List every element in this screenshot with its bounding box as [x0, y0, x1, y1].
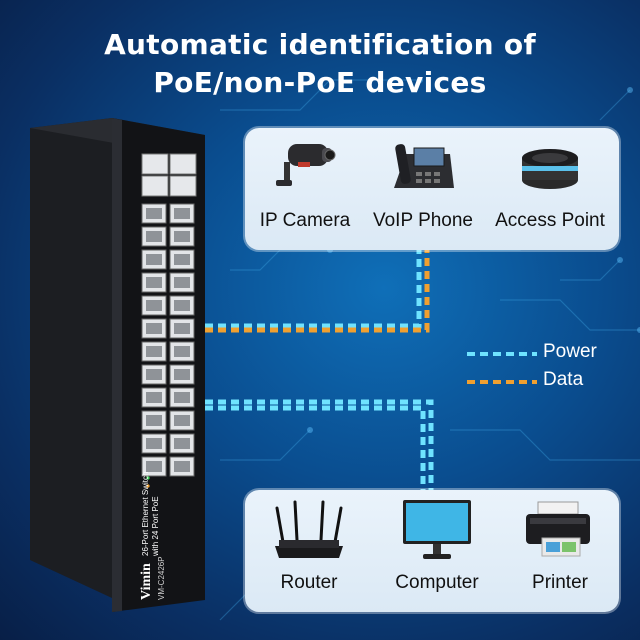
device-computer: Computer [373, 490, 501, 610]
poe-devices-panel: IP Camera VoIP Phone Access Point [245, 128, 619, 250]
rj45-port-slot [146, 438, 162, 449]
upper-link-data [205, 244, 430, 333]
uplink-ports [141, 153, 197, 197]
device-label-router: Router [280, 572, 338, 593]
rj45-port-slot [174, 277, 190, 288]
switch-brand: Vimin [139, 563, 154, 600]
rj45-port-slot [174, 323, 190, 334]
device-access-point: Access Point [485, 128, 615, 248]
switch-desc-2: with 24 Port PoE [151, 496, 160, 557]
device-router: Router [245, 490, 373, 610]
device-label-voip-phone: VoIP Phone [372, 210, 474, 231]
rj45-port-slot [146, 208, 162, 219]
voip-phone-icon [394, 144, 454, 188]
headline-line-2: PoE/non-PoE devices [153, 66, 487, 99]
lower-link [205, 399, 434, 492]
ip-camera-icon [276, 144, 336, 186]
rj45-port-slot [146, 277, 162, 288]
rj45-port-slot [146, 254, 162, 265]
device-label-computer: Computer [395, 572, 479, 593]
access-point-icon [522, 149, 578, 189]
rj45-port-slot [174, 346, 190, 357]
non-poe-devices-panel: Router Computer Printer [245, 490, 619, 612]
rj45-port-slot [146, 392, 162, 403]
rj45-port-slot [146, 415, 162, 426]
rj45-port-slot [174, 369, 190, 380]
printer-icon [526, 501, 590, 557]
rj45-port-slot [174, 231, 190, 242]
rj45-port-slot [146, 323, 162, 334]
legend-data-label: Data [543, 369, 584, 390]
legend-power-swatch [467, 352, 537, 356]
headline-line-1: Automatic identification of [104, 28, 536, 61]
switch-desc-1: 26-Port Ethernet Switch [141, 472, 150, 556]
computer-icon [403, 500, 471, 559]
upper-link-power [205, 248, 422, 329]
switch-model: VM-C2426P [157, 556, 166, 600]
rj45-port-slot [174, 415, 190, 426]
rj45-port-slot [146, 346, 162, 357]
device-label-ip-camera: IP Camera [259, 210, 351, 231]
rj45-port-slot [146, 461, 162, 472]
rj45-port-slot [174, 392, 190, 403]
upper-link [205, 244, 430, 333]
device-voip-phone: VoIP Phone [365, 128, 481, 248]
poe-port-grid [141, 203, 195, 477]
rj45-port-slot [174, 208, 190, 219]
rj45-port-slot [146, 300, 162, 311]
router-icon [275, 500, 343, 558]
rj45-port-slot [146, 231, 162, 242]
device-printer: Printer [501, 490, 619, 610]
device-label-printer: Printer [532, 572, 588, 593]
device-label-access-point: Access Point [495, 210, 605, 231]
rj45-port-slot [174, 300, 190, 311]
rj45-port-slot [174, 461, 190, 472]
status-leds [146, 476, 150, 488]
legend-data-swatch [467, 380, 537, 384]
headline: Automatic identification of PoE/non-PoE … [0, 26, 640, 102]
rj45-port-slot [174, 438, 190, 449]
legend-power-label: Power [543, 341, 597, 362]
rj45-port-slot [146, 369, 162, 380]
lower-link-power-outer [205, 399, 434, 492]
rj45-port-slot [174, 254, 190, 265]
lower-link-power-inner [205, 405, 426, 492]
device-ip-camera: IP Camera [245, 128, 365, 248]
